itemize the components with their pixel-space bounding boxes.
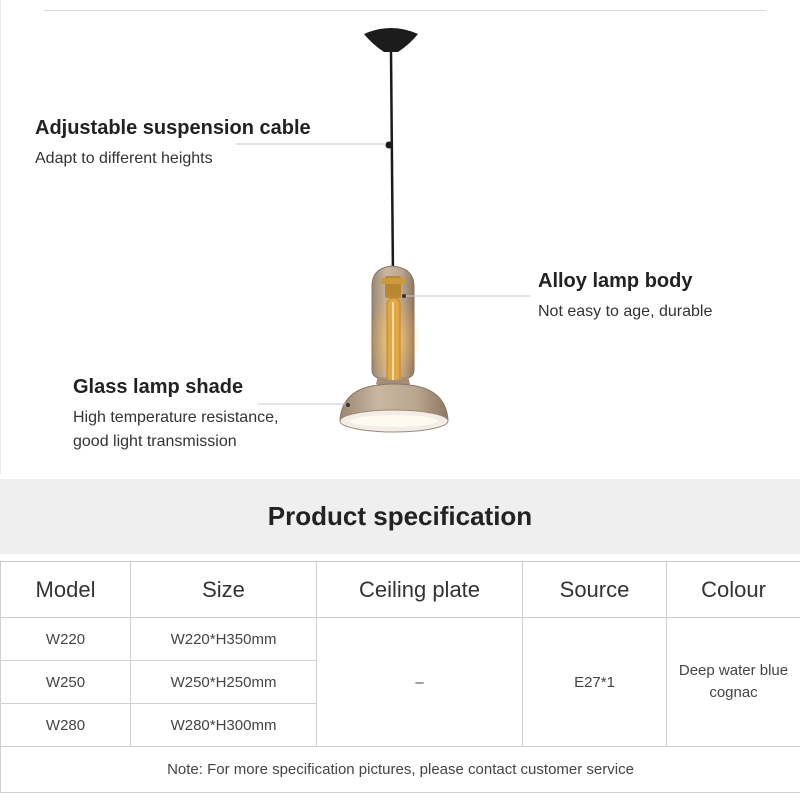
cable-feature-subtitle: Adapt to different heights — [35, 150, 213, 167]
source-cell: E27*1 — [522, 617, 667, 747]
size-cell: W220*H350mm — [130, 617, 317, 661]
left-edge-divider — [0, 0, 1, 474]
top-divider — [44, 10, 766, 11]
cable-feature-title: Adjustable suspension cable — [35, 117, 311, 139]
spec-heading: Product specification — [267, 501, 533, 531]
body-feature-subtitle: Not easy to age, durable — [538, 303, 713, 320]
column-header-model: Model — [0, 561, 131, 618]
spec-note: Note: For more specification pictures, p… — [0, 746, 800, 793]
model-cell: W220 — [0, 617, 131, 661]
column-header-size: Size — [130, 561, 317, 618]
model-cell: W280 — [0, 703, 131, 747]
ceiling-canopy — [364, 28, 418, 52]
colour-cell: Deep water blue cognac — [666, 617, 800, 747]
shade-feature-subtitle-line1: High temperature resistance, — [73, 409, 279, 426]
column-header-colour: Colour — [666, 561, 800, 618]
table-row: W250 W250*H250mm — [0, 660, 800, 704]
suspension-cable — [389, 51, 395, 279]
column-header-source: Source — [522, 561, 667, 618]
size-cell: W250*H250mm — [130, 660, 317, 704]
shade-feature-title: Glass lamp shade — [73, 376, 244, 398]
colour-line2: cognac — [709, 684, 758, 701]
colour-line1: Deep water blue — [678, 662, 789, 679]
cable-clip — [385, 141, 393, 149]
shade-feature-subtitle-line2: good light transmission — [73, 433, 237, 450]
pendant-lamp-illustration — [236, 28, 530, 433]
spec-table: Model Size Ceiling plate Source Colour W… — [0, 561, 800, 793]
table-row: W220 W220*H350mm – E27*1 Deep water blue… — [0, 617, 800, 747]
size-cell: W280*H300mm — [130, 703, 317, 747]
ceiling-plate-cell: – — [316, 617, 523, 747]
spec-heading-band — [0, 479, 800, 554]
spec-header-row: Model Size Ceiling plate Source Colour — [0, 561, 800, 618]
column-header-ceiling-plate: Ceiling plate — [316, 561, 523, 618]
table-row: W280 W280*H300mm — [0, 703, 800, 747]
body-feature-title: Alloy lamp body — [538, 270, 693, 292]
model-cell: W250 — [0, 660, 131, 704]
